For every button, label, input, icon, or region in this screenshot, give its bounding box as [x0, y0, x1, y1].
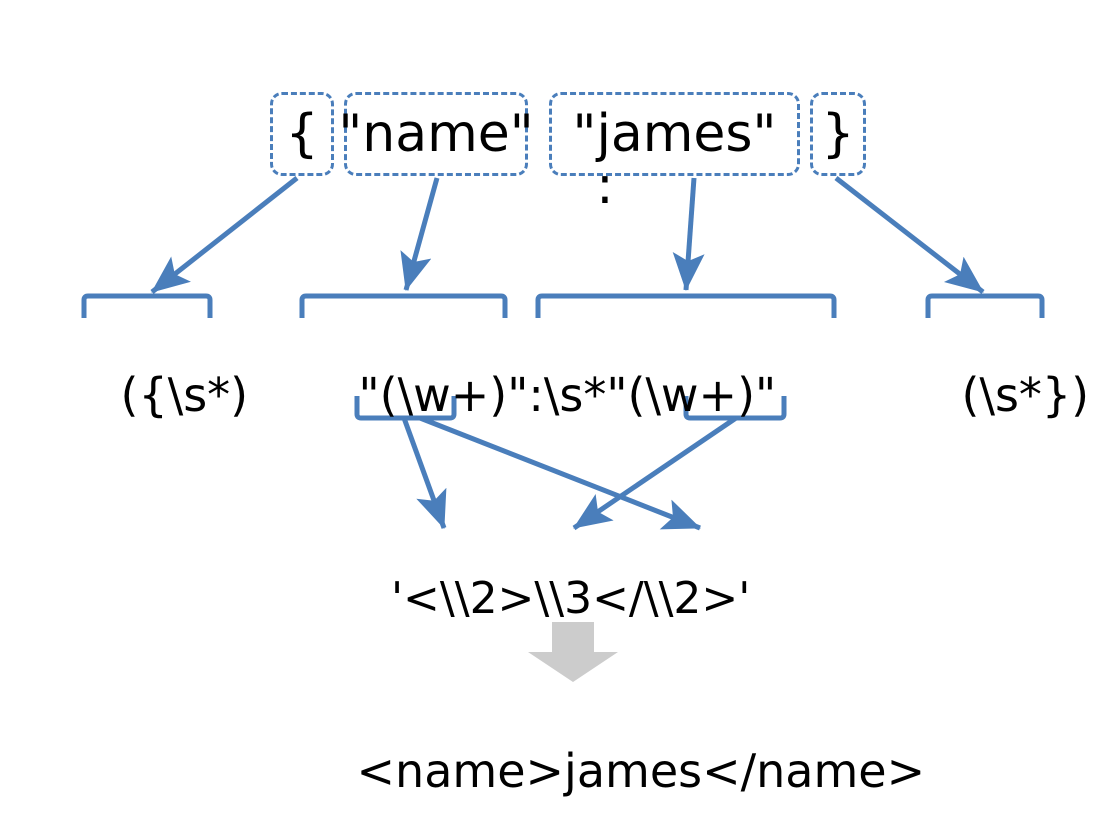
- regex-part-close-brace-label: (\s*}): [961, 368, 1090, 422]
- xml-output-label: <name>james</name>: [356, 744, 926, 798]
- xml-output-text: <name>james</name>: [298, 702, 926, 827]
- token-key-string-label: "name": [338, 104, 534, 164]
- arrow-group2-to-template-close-tag: [419, 415, 701, 531]
- token-box-key-string[interactable]: "name": [338, 92, 534, 176]
- regex-part-key-value: "(\w+)":\s*"(\w+)": [300, 326, 777, 464]
- token-box-close-brace[interactable]: }: [810, 92, 866, 176]
- arrow-group3-to-template-value: [572, 415, 738, 531]
- replacement-template-label: '<\\2>\\3</\\2>': [390, 573, 751, 624]
- arrow-open-brace-to-regex: [150, 176, 299, 294]
- token-box-value-string[interactable]: "james": [549, 92, 800, 176]
- regex-part-close-brace: (\s*}): [903, 326, 1090, 464]
- regex-bracket-group-2: [299, 293, 508, 318]
- regex-part-key-value-label: "(\w+)":\s*"(\w+)": [358, 368, 777, 422]
- regex-part-open-brace-label: ({\s*): [120, 368, 249, 422]
- token-close-brace-label: }: [821, 104, 855, 164]
- arrow-close-brace-to-regex: [834, 176, 985, 294]
- token-open-brace-label: {: [285, 104, 319, 164]
- regex-bracket-group-1: [81, 293, 213, 318]
- regex-part-open-brace: ({\s*): [62, 326, 249, 464]
- regex-bracket-group-3: [535, 293, 837, 318]
- regex-bracket-group-4: [925, 293, 1045, 318]
- replacement-template-text: '<\\2>\\3</\\2>': [335, 533, 750, 665]
- token-value-string-label: "james": [572, 104, 777, 164]
- arrow-value-to-regex: [672, 177, 705, 291]
- down-block-arrow-icon: [528, 622, 618, 682]
- arrow-key-to-regex: [400, 177, 440, 291]
- token-box-open-brace[interactable]: {: [270, 92, 334, 176]
- arrow-group2-to-template-open-tag: [401, 417, 447, 529]
